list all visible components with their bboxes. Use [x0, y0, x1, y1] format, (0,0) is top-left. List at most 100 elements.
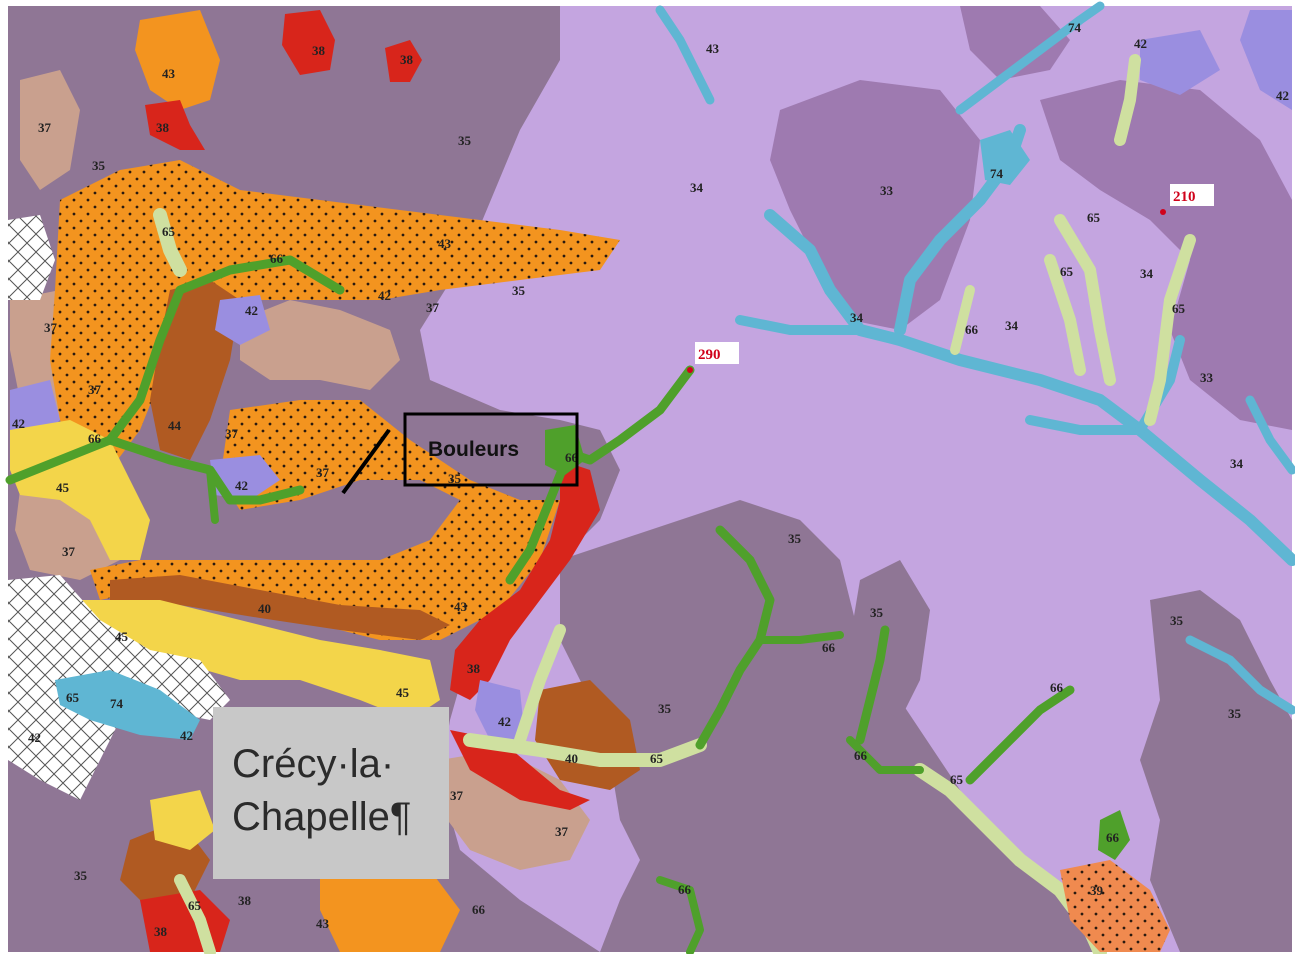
altitude-label: 210 [1173, 189, 1196, 205]
unit-label: 42 [245, 303, 258, 318]
bouleurs-pointer-line [341, 428, 391, 495]
unit-label: 65 [162, 224, 176, 239]
unit-label: 38 [238, 893, 252, 908]
unit-label: 38 [156, 120, 170, 135]
unit-label: 65 [650, 751, 664, 766]
unit-label: 45 [56, 480, 70, 495]
unit-label: 37 [44, 320, 58, 335]
unit-label: 43 [162, 66, 176, 81]
altitude-label-bg [695, 342, 739, 364]
unit-35-area-center [850, 560, 930, 720]
unit-label: 66 [854, 748, 868, 763]
unit-label: 35 [788, 531, 802, 546]
unit-label: 40 [258, 601, 271, 616]
unit-label: 42 [498, 714, 511, 729]
unit-66-patch-east [1098, 810, 1130, 860]
altitude-label-bg [1170, 184, 1214, 206]
unit-label: 34 [1140, 266, 1154, 281]
unit-label: 66 [965, 322, 979, 337]
unit-37-area-south [440, 750, 590, 870]
unit-42-area-6 [1240, 10, 1292, 110]
unit-label: 35 [74, 868, 88, 883]
bouleurs-label: Bouleurs [428, 438, 519, 461]
unit-label: 65 [1060, 264, 1074, 279]
unit-label: 35 [448, 471, 462, 486]
unit-label: 40 [565, 751, 578, 766]
town-label-line1: Crécy·la· [232, 742, 394, 786]
unit-label: 37 [555, 824, 569, 839]
unit-35-area-south [560, 500, 1120, 952]
unit-label: 74 [990, 166, 1004, 181]
unit-label: 66 [1050, 680, 1064, 695]
unit-label: 43 [454, 599, 468, 614]
unit-38-area-east [450, 460, 600, 700]
unit-43-area-north-dots [50, 160, 620, 470]
unit-label: 39 [1090, 883, 1104, 898]
unit-label: 38 [400, 52, 414, 67]
unit-label: 35 [92, 158, 106, 173]
unit-label: 35 [1228, 706, 1242, 721]
unit-label: 37 [450, 788, 464, 803]
unit-label: 65 [1087, 210, 1101, 225]
unit-label: 45 [396, 685, 410, 700]
unit-label: 38 [467, 661, 481, 676]
unit-label: 33 [1200, 370, 1214, 385]
town-label-bg [213, 707, 449, 879]
unit-label: 42 [1276, 88, 1289, 103]
unit-45-area-west [10, 420, 150, 560]
unit-42-area-5 [1140, 30, 1220, 95]
unit-label: 66 [270, 251, 284, 266]
unit-label: 37 [38, 120, 52, 135]
altitude-marker-290: 290 [687, 342, 739, 373]
unit-38-area-n1 [282, 10, 335, 75]
unit-43-area-arc-dots [90, 400, 560, 640]
unit-label: 65 [1172, 301, 1186, 316]
unit-74-pond-sw [55, 670, 200, 740]
unit-74-pond-east [980, 130, 1030, 185]
unit-label: 42 [1134, 36, 1147, 51]
altitude-point [687, 367, 693, 373]
unit-38-area-n2 [385, 40, 422, 82]
unit-37-area-center [240, 300, 400, 390]
unit-label: 43 [706, 41, 720, 56]
unit-labels: 34 34 34 34 34 33 33 35 35 35 35 35 35 3… [12, 20, 1289, 939]
unit-label: 66 [678, 882, 692, 897]
unit-label: 66 [822, 640, 836, 655]
unit-42-area-7 [475, 680, 525, 740]
unit-39-area-dots [1060, 860, 1170, 952]
unit-66-valleys [5, 255, 1075, 954]
bouleurs-marker: Bouleurs [341, 412, 579, 495]
bouleurs-label-box [403, 412, 579, 487]
unit-label: 42 [378, 288, 391, 303]
unit-label: 35 [870, 605, 884, 620]
unit-label: 37 [426, 300, 440, 315]
unit-label: 43 [438, 236, 452, 251]
unit-label: 35 [1170, 613, 1184, 628]
unit-45-area-south [80, 600, 440, 720]
unit-40-area-band [110, 575, 450, 640]
unit-label: 74 [110, 696, 124, 711]
unit-label: 34 [1230, 456, 1244, 471]
unit-label: 66 [88, 431, 102, 446]
unit-label: 35 [658, 701, 672, 716]
unit-label: 66 [565, 450, 579, 465]
unit-label: 43 [316, 916, 330, 931]
unit-label: 44 [168, 418, 182, 433]
unit-label: 42 [12, 416, 25, 431]
unit-38-area-south [450, 730, 590, 810]
unit-33-area-top [960, 6, 1070, 80]
unit-label: 35 [458, 133, 472, 148]
unit-43-area-north [135, 10, 220, 110]
unit-label: 65 [188, 898, 202, 913]
unit-label: 34 [1005, 318, 1019, 333]
urban-area-west [8, 215, 55, 300]
unit-label: 74 [1068, 20, 1082, 35]
altitude-marker-210: 210 [1160, 184, 1214, 215]
unit-37-area-nw [20, 70, 80, 190]
unit-45-area-sw [150, 790, 215, 850]
unit-label: 42 [180, 728, 193, 743]
unit-42-area-2 [215, 295, 270, 345]
unit-38-area-n3 [145, 100, 205, 150]
unit-33-area-east [1040, 80, 1292, 430]
